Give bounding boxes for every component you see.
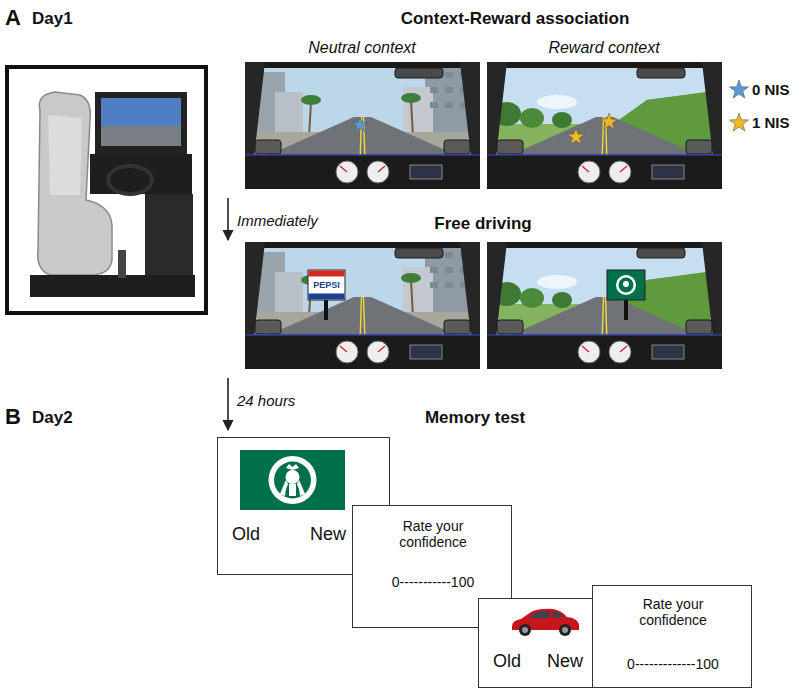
phase-title: Memory test	[425, 408, 525, 428]
interval-label: 24 hours	[237, 392, 295, 409]
timeline-arrow	[228, 198, 229, 430]
day-label: Day2	[32, 408, 73, 428]
legend-text: 0 NIS	[752, 81, 790, 98]
card-text: Old	[232, 524, 260, 545]
card-text: 0-----------100	[392, 574, 474, 590]
card-text: 0-------------100	[627, 656, 719, 672]
context-label: Reward context	[548, 39, 659, 57]
card-text: Rate your confidence	[623, 596, 723, 628]
day-label: Day1	[32, 9, 73, 29]
card-text: Old	[493, 651, 521, 672]
panel-letter: A	[5, 5, 21, 30]
legend-star	[729, 80, 748, 131]
panel-letter: B	[5, 404, 21, 429]
logo-image	[240, 450, 345, 510]
logo-text: PEPSI	[313, 280, 340, 290]
card-text: New	[547, 651, 583, 672]
phase-title: Context-Reward association	[401, 9, 630, 29]
interval-label: Immediately	[237, 212, 318, 229]
legend-text: 1 NIS	[752, 114, 790, 131]
context-label: Neutral context	[308, 39, 416, 57]
simulator-photo	[7, 67, 206, 313]
phase-title: Free driving	[434, 214, 531, 234]
card-text: New	[310, 524, 346, 545]
card-text: Rate your confidence	[383, 518, 483, 550]
car-image	[509, 605, 581, 639]
test-card: Rate your confidence 0-------------100	[592, 585, 752, 688]
